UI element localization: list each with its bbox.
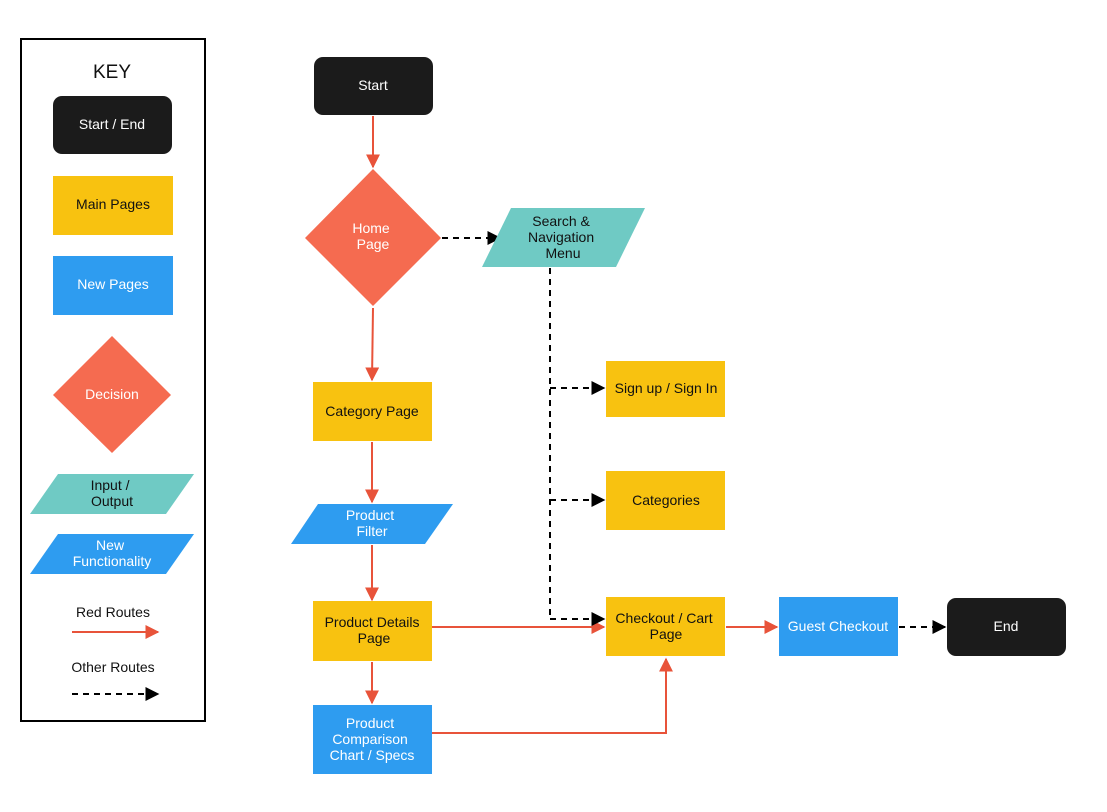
- node-checkout-cart-line-1: Checkout / Cart: [615, 610, 712, 626]
- legend-decision-label: Decision: [85, 386, 139, 402]
- legend-other-routes: Other Routes: [71, 659, 160, 701]
- legend-start-end: Start / End: [53, 96, 172, 154]
- legend-new-functionality: New Functionality: [30, 534, 194, 574]
- node-product-filter-label: Product Filter: [346, 507, 398, 539]
- node-product-details-line-2: Page: [358, 630, 391, 646]
- node-search-navigation-line-1: Search &: [532, 213, 590, 229]
- legend-red-routes: Red Routes: [72, 604, 160, 639]
- node-start-label: Start: [358, 77, 388, 93]
- route-home-to-category: [365, 307, 380, 382]
- node-end: End: [947, 598, 1066, 656]
- node-product-filter-line-2: Filter: [356, 523, 387, 539]
- legend-start-end-label: Start / End: [79, 116, 145, 132]
- node-guest-checkout: Guest Checkout: [779, 597, 898, 656]
- node-product-comparison-line-3: Chart / Specs: [330, 747, 415, 763]
- node-checkout-cart-label: Checkout / Cart Page: [615, 610, 716, 642]
- connectors: [365, 116, 947, 734]
- legend-input-output: Input / Output: [30, 474, 194, 514]
- node-signup-signin-label: Sign up / Sign In: [615, 380, 718, 396]
- route-comparison-to-checkout: [432, 657, 673, 734]
- node-start: Start: [314, 57, 433, 115]
- node-product-comparison-line-1: Product: [346, 715, 394, 731]
- node-signup-signin: Sign up / Sign In: [606, 361, 725, 417]
- node-home-page-label: Home Page: [352, 220, 393, 252]
- legend-new-functionality-line-1: New: [96, 537, 125, 553]
- node-product-details: Product Details Page: [313, 601, 432, 661]
- node-product-details-line-1: Product Details: [325, 614, 420, 630]
- legend-new-functionality-label: New Functionality: [73, 537, 152, 569]
- node-home-page-line-2: Page: [357, 236, 390, 252]
- legend-main-pages: Main Pages: [53, 176, 173, 235]
- node-product-filter: Product Filter: [291, 504, 453, 544]
- node-search-navigation-label: Search & Navigation Menu: [528, 213, 598, 261]
- node-categories: Categories: [606, 471, 725, 530]
- node-category-page-label: Category Page: [325, 403, 419, 419]
- legend-red-routes-label: Red Routes: [76, 604, 150, 620]
- node-product-filter-line-1: Product: [346, 507, 394, 523]
- legend-other-routes-label: Other Routes: [71, 659, 154, 675]
- legend-input-output-line-2: Output: [91, 493, 133, 509]
- node-guest-checkout-label: Guest Checkout: [788, 618, 888, 634]
- legend-input-output-label: Input / Output: [91, 477, 134, 509]
- legend-main-pages-label: Main Pages: [76, 196, 150, 212]
- node-end-label: End: [994, 618, 1019, 634]
- node-search-navigation-line-3: Menu: [545, 245, 580, 261]
- node-category-page: Category Page: [313, 382, 432, 441]
- legend-input-output-line-1: Input /: [91, 477, 130, 493]
- node-product-comparison-label: Product Comparison Chart / Specs: [330, 715, 415, 763]
- node-home-page: Home Page: [305, 169, 441, 306]
- node-product-comparison: Product Comparison Chart / Specs: [313, 705, 432, 774]
- node-checkout-cart: Checkout / Cart Page: [606, 597, 725, 656]
- legend-decision: Decision: [53, 336, 171, 453]
- legend-new-functionality-line-2: Functionality: [73, 553, 152, 569]
- legend-new-pages-label: New Pages: [77, 276, 149, 292]
- legend-new-pages: New Pages: [53, 256, 173, 315]
- node-product-details-label: Product Details Page: [325, 614, 424, 646]
- node-search-navigation: Search & Navigation Menu: [482, 208, 645, 267]
- node-search-navigation-line-2: Navigation: [528, 229, 594, 245]
- node-categories-label: Categories: [632, 492, 700, 508]
- key-legend: KEY Start / End Main Pages New Pages Dec…: [20, 38, 206, 722]
- node-home-page-line-1: Home: [352, 220, 390, 236]
- node-checkout-cart-line-2: Page: [650, 626, 683, 642]
- node-product-comparison-line-2: Comparison: [332, 731, 407, 747]
- key-title: KEY: [93, 62, 131, 83]
